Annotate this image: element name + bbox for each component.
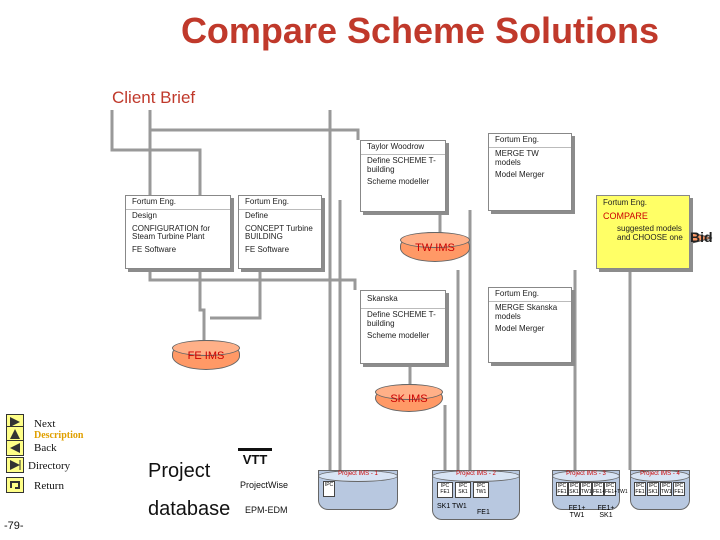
- skanska-box: Skanska Define SCHEME T-building Scheme …: [360, 290, 446, 364]
- fortum-sk-header: Fortum Eng.: [489, 288, 571, 302]
- fortum-tw-header: Fortum Eng.: [489, 134, 571, 148]
- db4-cell-4: IPC FE1: [673, 482, 685, 496]
- db3-cell-1: IPC FE1: [556, 482, 568, 496]
- fortum-compare-box: Fortum Eng. COMPARE suggested models and…: [596, 195, 690, 269]
- project-ims-3-db: Project IMS - 3 IPC FE1 IPC SK1 IPC TW1 …: [552, 470, 628, 510]
- epm-label: EPM-EDM: [245, 505, 288, 515]
- db2-title: Project IMS - 2: [456, 471, 496, 477]
- vtt-logo: VTT: [238, 448, 272, 469]
- client-brief-label: Client Brief: [112, 88, 196, 107]
- directory-icon: [10, 460, 21, 470]
- sk-ims-cylinder: SK IMS: [375, 384, 443, 412]
- fe-ims-cylinder: FE IMS: [172, 340, 240, 370]
- compare-suggested: suggested models and CHOOSE one: [617, 224, 683, 242]
- project-ims-4-db: Project IMS - 4 IPC FE1 IPC SK1 IPC TW1 …: [630, 470, 690, 510]
- connector-fe-ims: [198, 268, 206, 340]
- projectwise-label: ProjectWise: [240, 480, 289, 490]
- db1-cell: IPC: [323, 481, 335, 497]
- fe-mid-concept: CONCEPT Turbine BUILDING: [245, 223, 313, 242]
- taylor-woodrow-box: Taylor Woodrow Define SCHEME T-building …: [360, 140, 446, 212]
- next-label[interactable]: Next: [34, 418, 56, 430]
- fe-left-design: Design: [132, 210, 157, 220]
- fe-mid-software: FE Software: [245, 245, 290, 255]
- page-title: Compare Scheme Solutions: [180, 10, 660, 51]
- sk-ims-label: SK IMS: [390, 393, 428, 405]
- db4-title: Project IMS - 4: [640, 471, 680, 477]
- db4-cell-2: IPC SK1: [647, 482, 659, 496]
- fortum-sk-merge-box: Fortum Eng. MERGE Skanska models Model M…: [488, 287, 572, 363]
- db4-cell-1: IPC FE1: [634, 482, 646, 496]
- project-label: Project: [148, 460, 211, 482]
- db4-cell-3: IPC TW1: [660, 482, 672, 496]
- description-label[interactable]: Description: [34, 430, 84, 441]
- fe-left-config: CONFIGURATION for Steam Turbine Plant: [132, 223, 211, 242]
- fortum-sk-merge: MERGE Skanska models: [495, 302, 558, 321]
- return-button[interactable]: [6, 477, 24, 493]
- db4-label: FE1+ SK1: [597, 505, 615, 519]
- fortum-tw-merge-box: Fortum Eng. MERGE TW models Model Merger: [488, 133, 572, 211]
- db2-cell-fe1: IPC FE1: [437, 482, 453, 498]
- fortum-sk-merger: Model Merger: [495, 324, 545, 334]
- bid-label: Bid: [690, 229, 713, 245]
- fe-mid-define: Define: [245, 210, 269, 220]
- directory-button[interactable]: [6, 457, 24, 473]
- project-ims-2-db: Project IMS - 2 IPC FE1 IPC SK1 IPC TW1 …: [432, 470, 520, 520]
- back-label[interactable]: Back: [34, 442, 57, 454]
- taylor-header: Taylor Woodrow: [361, 141, 445, 155]
- tw-ims-label: TW IMS: [415, 242, 455, 254]
- db3-cell-5: IPC FE1+TW1: [604, 482, 628, 496]
- taylor-define: Define SCHEME T-building: [367, 155, 436, 174]
- skanska-modeller: Scheme modeller: [367, 331, 430, 341]
- description-icon: [10, 429, 20, 439]
- skanska-header: Skanska: [361, 291, 445, 309]
- fe-left-software: FE Software: [132, 245, 177, 255]
- next-arrow-icon: [10, 417, 20, 427]
- db3-cell-2: IPC SK1: [568, 482, 580, 496]
- connector-brief-fe: [110, 110, 202, 195]
- db3-label: FE1+ TW1: [568, 505, 586, 519]
- tw-ims-cylinder: TW IMS: [400, 232, 470, 262]
- compare-header: Fortum Eng.: [603, 198, 648, 207]
- back-arrow-icon: [10, 443, 20, 453]
- database-label: database: [148, 498, 231, 520]
- db2-label-sktw: SK1 TW1: [437, 503, 467, 510]
- fe-left-header: Fortum Eng.: [126, 196, 230, 210]
- db2-cell-sk1: IPC SK1: [455, 482, 471, 498]
- project-ims-1-db: Project IMS - 1 IPC: [318, 470, 398, 510]
- return-icon: [10, 481, 20, 489]
- compare-label: COMPARE: [603, 211, 648, 221]
- skanska-define: Define SCHEME T-building: [367, 309, 436, 328]
- fortum-tw-merger: Model Merger: [495, 170, 545, 180]
- db2-cell-tw1: IPC TW1: [473, 482, 489, 498]
- taylor-modeller: Scheme modeller: [367, 177, 430, 187]
- back-button[interactable]: [6, 440, 24, 456]
- db3-title: Project IMS - 3: [566, 471, 606, 477]
- db3-cell-4: IPC FE1+SK1: [592, 482, 615, 496]
- return-label[interactable]: Return: [34, 480, 64, 492]
- db2-label-fe1: FE1: [477, 509, 490, 516]
- db1-title: Project IMS - 1: [338, 471, 378, 477]
- fe-mid-header: Fortum Eng.: [239, 196, 321, 210]
- fe-ims-label: FE IMS: [187, 350, 225, 362]
- fortum-eng-mid-box: Fortum Eng. Define CONCEPT Turbine BUILD…: [238, 195, 322, 269]
- db3-cell-3: IPC TW1: [580, 482, 592, 496]
- fortum-tw-merge: MERGE TW models: [495, 148, 539, 167]
- directory-label[interactable]: Directory: [28, 460, 71, 472]
- page-number: -79-: [4, 520, 24, 532]
- fortum-eng-left-box: Fortum Eng. Design CONFIGURATION for Ste…: [125, 195, 231, 269]
